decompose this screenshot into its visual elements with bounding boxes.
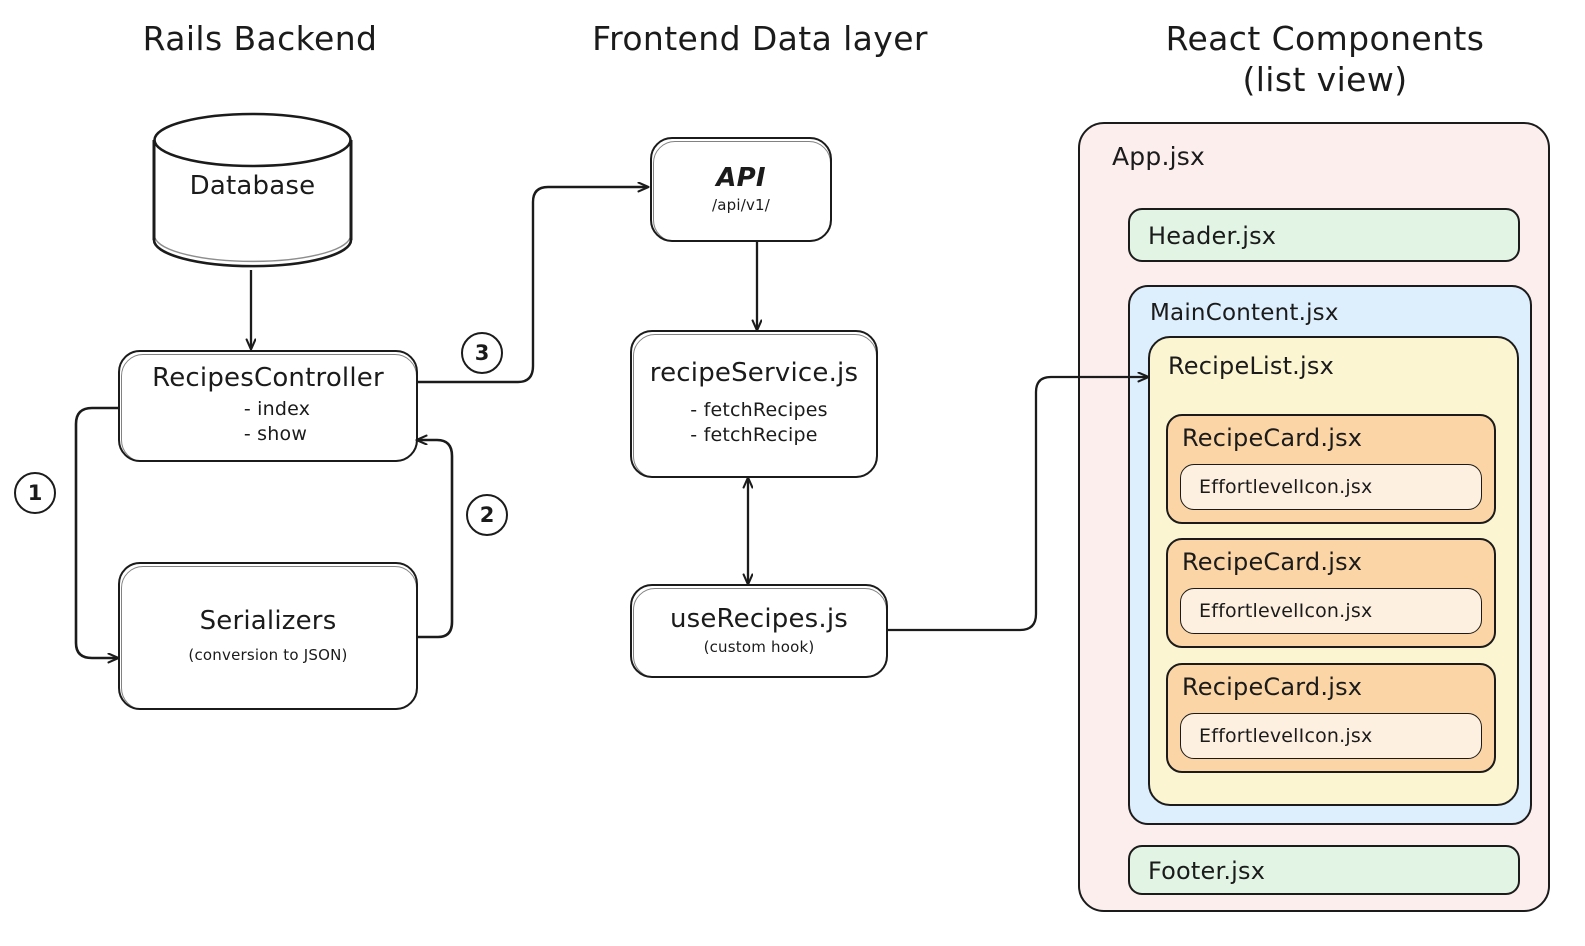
column-title-frontend: Frontend Data layer [592, 19, 928, 58]
panel-recipe-card-label: RecipeCard.jsx [1182, 673, 1363, 701]
wire-controller-to-api [417, 187, 648, 384]
panel-recipe-card: RecipeCard.jsx EffortlevelIcon.jsx [1166, 414, 1496, 524]
column-title-react: React Components (list view) [1165, 19, 1485, 100]
use-recipes-title: useRecipes.js [669, 603, 849, 634]
recipes-controller-methods: - index - show [244, 397, 310, 448]
api-subtitle: /api/v1/ [711, 195, 771, 214]
step-badge-1: 1 [14, 472, 56, 514]
wire-serializers-to-controller [417, 440, 454, 639]
recipe-service-title: recipeService.js [649, 358, 859, 389]
panel-recipe-list-label: RecipeList.jsx [1168, 352, 1334, 380]
use-recipes-subtitle: (custom hook) [703, 638, 815, 657]
panel-recipe-card-label: RecipeCard.jsx [1182, 548, 1363, 576]
column-title-rails: Rails Backend [142, 19, 378, 58]
step-badge-3: 3 [461, 332, 503, 374]
panel-effort-level-icon: EffortlevelIcon.jsx [1180, 464, 1482, 510]
panel-effort-level-icon-label: EffortlevelIcon.jsx [1199, 476, 1373, 498]
service-method-fetch-recipes: - fetchRecipes [690, 398, 828, 421]
recipe-service-node: recipeService.js - fetchRecipes - fetchR… [630, 330, 878, 478]
database-node: Database [150, 110, 355, 270]
panel-effort-level-icon: EffortlevelIcon.jsx [1180, 588, 1482, 634]
panel-header-label: Header.jsx [1148, 222, 1277, 250]
serializers-title: Serializers [199, 605, 337, 636]
controller-method-index: - index [243, 397, 311, 420]
panel-header: Header.jsx [1128, 208, 1520, 262]
wire-controller-to-serializers [74, 406, 119, 658]
panel-recipe-card-label: RecipeCard.jsx [1182, 424, 1363, 452]
panel-effort-level-icon: EffortlevelIcon.jsx [1180, 713, 1482, 759]
api-title: API [716, 163, 766, 194]
serializers-subtitle: (conversion to JSON) [188, 646, 348, 665]
panel-footer: Footer.jsx [1128, 845, 1520, 895]
serializers-node: Serializers (conversion to JSON) [118, 562, 418, 710]
api-node: API /api/v1/ [650, 137, 832, 242]
panel-main-content-label: MainContent.jsx [1150, 300, 1339, 326]
use-recipes-node: useRecipes.js (custom hook) [630, 584, 888, 678]
panel-recipe-card: RecipeCard.jsx EffortlevelIcon.jsx [1166, 663, 1496, 773]
panel-app-label: App.jsx [1112, 142, 1205, 171]
panel-footer-label: Footer.jsx [1148, 857, 1266, 885]
recipes-controller-title: RecipesController [152, 363, 384, 394]
controller-method-show: - show [243, 423, 308, 446]
recipes-controller-node: RecipesController - index - show [118, 350, 418, 462]
service-method-fetch-recipe: - fetchRecipe [690, 424, 818, 447]
step-badge-2: 2 [466, 494, 508, 536]
panel-recipe-card: RecipeCard.jsx EffortlevelIcon.jsx [1166, 538, 1496, 648]
panel-effort-level-icon-label: EffortlevelIcon.jsx [1199, 725, 1373, 747]
recipe-service-methods: - fetchRecipes - fetchRecipe [690, 398, 827, 449]
database-label: Database [189, 171, 316, 201]
panel-effort-level-icon-label: EffortlevelIcon.jsx [1199, 600, 1373, 622]
